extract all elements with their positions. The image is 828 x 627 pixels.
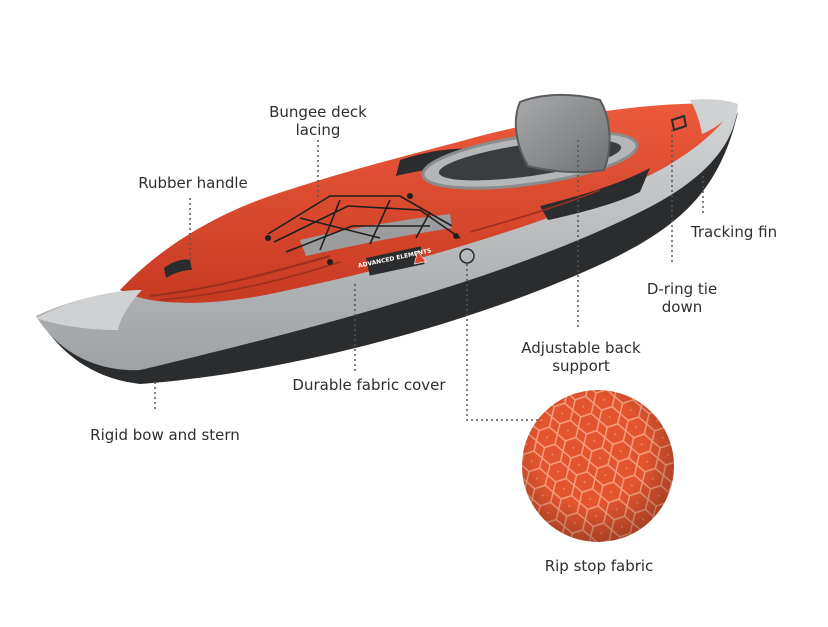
tracking-fin-label: Tracking fin xyxy=(690,223,778,241)
durable-fabric-cover-label: Durable fabric cover xyxy=(292,376,446,394)
bungee-anchors xyxy=(265,193,459,265)
hull-side-tube xyxy=(36,104,738,371)
deck-panel xyxy=(300,214,452,256)
leader-lines xyxy=(154,130,704,421)
seat-back xyxy=(514,93,611,174)
stern-cap xyxy=(690,99,738,134)
d-ring xyxy=(670,114,688,132)
rubber-handle-label: Rubber handle xyxy=(138,174,248,192)
rubber-handle xyxy=(164,259,192,278)
bungee-lacing xyxy=(267,195,461,253)
rip-stop-fabric-label: Rip stop fabric xyxy=(544,557,654,575)
ripstop-callout-dot xyxy=(459,248,475,264)
bungee-deck-lacing-label: Bungee deck lacing xyxy=(269,103,367,139)
ripstop-swatch xyxy=(522,390,674,542)
bow-cap xyxy=(36,290,142,330)
deck-accent xyxy=(540,168,650,220)
rigid-bow-stern-label: Rigid bow and stern xyxy=(90,426,240,444)
adjustable-back-label: Adjustable back support xyxy=(521,339,641,375)
d-ring-label: D-ring tie down xyxy=(646,280,718,316)
